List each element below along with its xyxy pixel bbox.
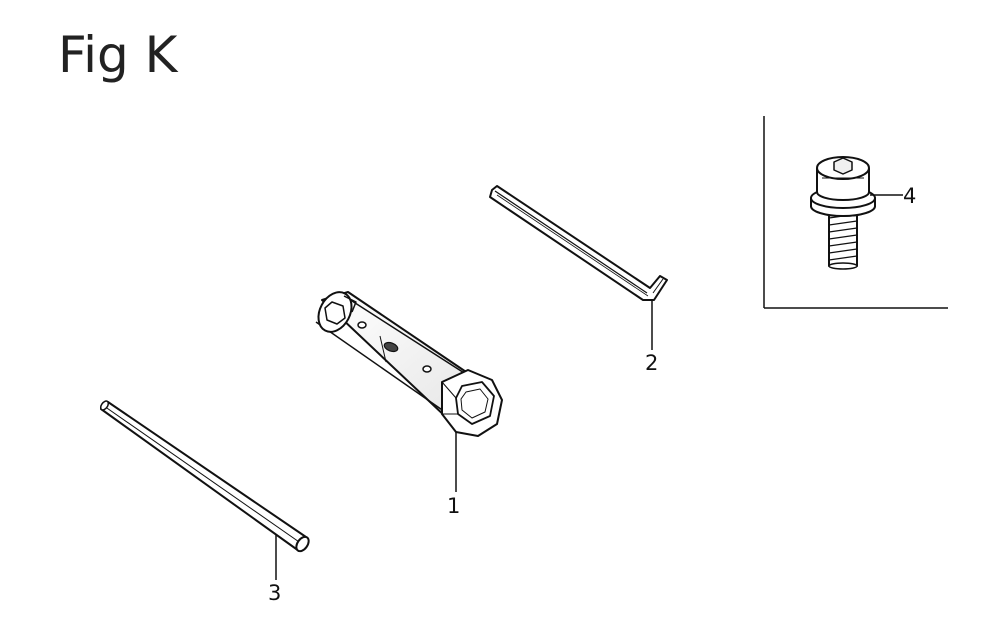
callout-2: 2 [645, 351, 659, 375]
callout-4: 4 [903, 184, 917, 208]
callout-3: 3 [268, 581, 282, 605]
callout-1: 1 [447, 494, 461, 518]
inset-frame [763, 116, 948, 309]
box-spanner-part-1 [315, 291, 503, 437]
figure-title: Fig K [58, 26, 178, 84]
hex-key-part-2 [489, 185, 668, 301]
tommy-bar-part-3 [99, 400, 310, 553]
bolt-part-4 [810, 156, 876, 270]
